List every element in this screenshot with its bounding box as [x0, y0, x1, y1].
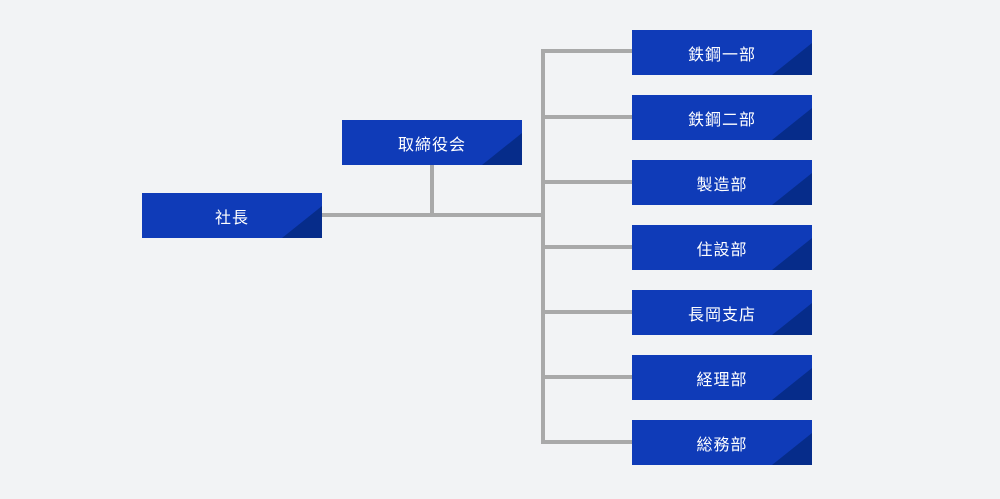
department-node-housing: 住設部: [632, 225, 812, 270]
department-label: 経理部: [696, 369, 748, 389]
connector-branch: [541, 310, 633, 314]
connector-branch: [541, 245, 633, 249]
president-node: 社長: [142, 193, 322, 238]
department-node-nagaoka-branch: 長岡支店: [632, 290, 812, 335]
connector-president-trunk: [321, 213, 545, 217]
connector-branch: [541, 115, 633, 119]
department-node-accounting: 経理部: [632, 355, 812, 400]
president-label: 社長: [214, 207, 249, 227]
connector-board-stem: [430, 165, 434, 215]
board-label: 取締役会: [397, 134, 466, 154]
department-label: 製造部: [696, 174, 748, 194]
board-node: 取締役会: [342, 120, 522, 165]
department-node-steel-1: 鉄鋼一部: [632, 30, 812, 75]
department-label: 鉄鋼一部: [687, 44, 756, 64]
department-node-general-affairs: 総務部: [632, 420, 812, 465]
connector-branch: [541, 440, 633, 444]
connector-branch: [541, 49, 633, 53]
department-label: 長岡支店: [687, 304, 756, 324]
department-label: 鉄鋼二部: [687, 109, 756, 129]
department-label: 総務部: [696, 434, 748, 454]
department-node-steel-2: 鉄鋼二部: [632, 95, 812, 140]
connector-branch: [541, 375, 633, 379]
connector-branch: [541, 180, 633, 184]
department-label: 住設部: [696, 239, 748, 259]
department-node-manufacturing: 製造部: [632, 160, 812, 205]
